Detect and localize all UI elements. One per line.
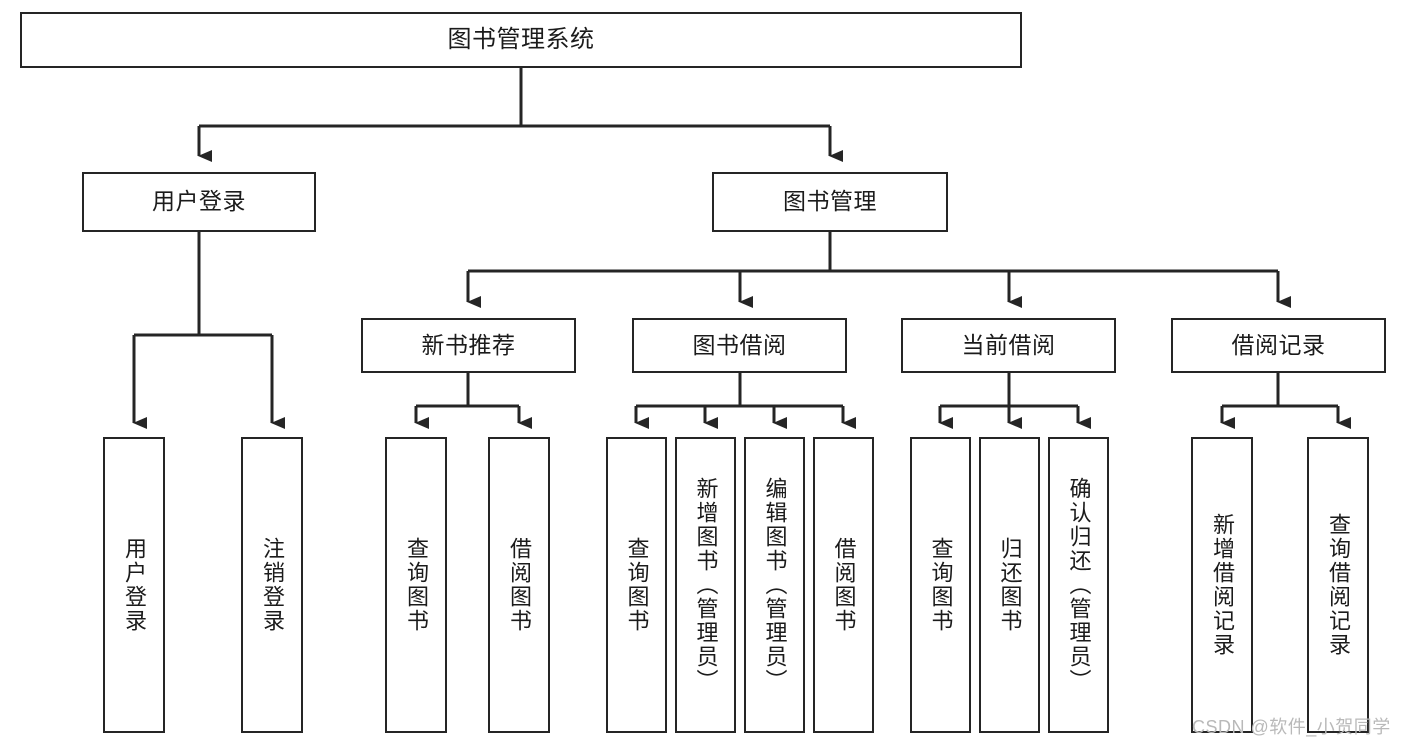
- leaf-book-borrow-add-book-admin[interactable]: 新增图书（管理员）: [675, 437, 736, 733]
- node-label: 图书管理: [783, 188, 877, 215]
- node-label: 新增借阅记录: [1210, 513, 1235, 657]
- leaf-book-borrow-borrow-book[interactable]: 借阅图书: [813, 437, 874, 733]
- node-label: 编辑图书（管理员）: [762, 477, 788, 693]
- leaf-user-login-logout[interactable]: 注销登录: [241, 437, 303, 733]
- node-label: 用户登录: [122, 537, 147, 633]
- node-label: 借阅图书: [831, 537, 857, 633]
- node-label: 借阅记录: [1231, 331, 1326, 358]
- leaf-borrow-record-query-record[interactable]: 查询借阅记录: [1307, 437, 1369, 733]
- leaf-user-login-login[interactable]: 用户登录: [103, 437, 165, 733]
- node-user-login[interactable]: 用户登录: [82, 172, 316, 232]
- leaf-book-borrow-query-book[interactable]: 查询图书: [606, 437, 667, 733]
- node-book-management-system[interactable]: 图书管理系统: [20, 12, 1022, 68]
- node-label: 图书借阅: [692, 331, 787, 358]
- node-label: 注销登录: [260, 537, 285, 633]
- node-label: 查询借阅记录: [1326, 513, 1351, 657]
- node-label: 确认归还（管理员）: [1066, 477, 1092, 693]
- node-book-borrow[interactable]: 图书借阅: [632, 318, 847, 373]
- leaf-new-book-query-book[interactable]: 查询图书: [385, 437, 447, 733]
- node-label: 新增图书（管理员）: [693, 477, 719, 693]
- node-label: 新书推荐: [421, 331, 516, 358]
- node-label: 归还图书: [997, 537, 1023, 633]
- leaf-current-borrow-query-book[interactable]: 查询图书: [910, 437, 971, 733]
- node-label: 查询图书: [624, 537, 650, 633]
- node-borrow-record[interactable]: 借阅记录: [1171, 318, 1386, 373]
- node-label: 图书管理系统: [447, 25, 595, 53]
- node-current-borrow[interactable]: 当前借阅: [901, 318, 1116, 373]
- node-label: 借阅图书: [507, 537, 532, 633]
- node-new-book-recommend[interactable]: 新书推荐: [361, 318, 576, 373]
- leaf-borrow-record-add-record[interactable]: 新增借阅记录: [1191, 437, 1253, 733]
- leaf-current-borrow-return-book[interactable]: 归还图书: [979, 437, 1040, 733]
- leaf-new-book-borrow-book[interactable]: 借阅图书: [488, 437, 550, 733]
- node-label: 查询图书: [404, 537, 429, 633]
- leaf-book-borrow-edit-book-admin[interactable]: 编辑图书（管理员）: [744, 437, 805, 733]
- node-label: 用户登录: [152, 188, 246, 215]
- node-label: 查询图书: [928, 537, 954, 633]
- leaf-current-borrow-confirm-return-admin[interactable]: 确认归还（管理员）: [1048, 437, 1109, 733]
- node-label: 当前借阅: [961, 331, 1056, 358]
- node-book-management[interactable]: 图书管理: [712, 172, 948, 232]
